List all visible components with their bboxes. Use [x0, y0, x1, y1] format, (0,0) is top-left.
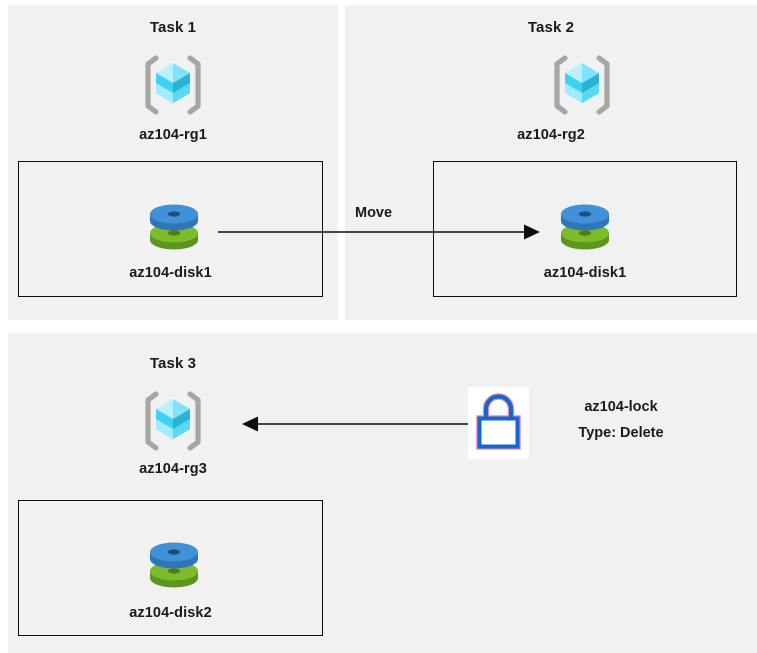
- lock-tile: [468, 387, 529, 459]
- move-arrow-label: Move: [355, 205, 393, 221]
- lock-arrow: [242, 416, 470, 432]
- task3-resource-box: [18, 500, 323, 636]
- move-arrow: [218, 224, 540, 240]
- task2-resource-label: az104-disk1: [543, 265, 627, 281]
- task3-title: Task 3: [149, 355, 197, 372]
- azure-managed-disk-icon: [145, 538, 203, 590]
- padlock-icon: [476, 393, 521, 450]
- task2-resource-box: [433, 161, 737, 297]
- lock-name: az104-lock: [584, 399, 658, 415]
- azure-resource-group-icon: [142, 390, 204, 452]
- lock-type: Type: Delete: [578, 425, 664, 441]
- azure-managed-disk-icon: [556, 200, 614, 252]
- panel-task2: [345, 5, 757, 320]
- panel-task3: [8, 333, 757, 653]
- panel-task1: [8, 5, 338, 320]
- task3-resource-label: az104-disk2: [129, 605, 212, 621]
- task2-title: Task 2: [527, 19, 575, 36]
- azure-resource-group-icon: [551, 54, 613, 116]
- azure-resource-group-icon: [142, 54, 204, 116]
- task1-title: Task 1: [149, 19, 197, 36]
- task1-resource-box: [18, 161, 323, 297]
- azure-managed-disk-icon: [145, 200, 203, 252]
- task3-resource-group-label: az104-rg3: [139, 461, 207, 477]
- task2-resource-group-label: az104-rg2: [517, 127, 585, 143]
- task1-resource-group-label: az104-rg1: [139, 127, 207, 143]
- task1-resource-label: az104-disk1: [129, 265, 212, 281]
